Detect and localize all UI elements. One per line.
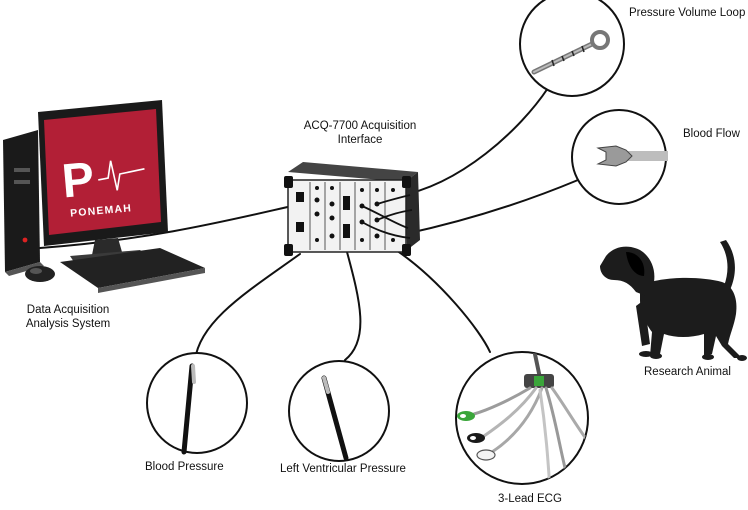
label-acq-interface: ACQ-7700 Acquisition Interface [290,119,430,147]
lv-pressure-catheter-illustration [288,360,390,462]
monitor-screen [44,109,161,235]
acq-interface-device [284,162,420,256]
label-daq-line2: Analysis System [25,318,111,330]
pv-loop-catheter-illustration [519,0,625,97]
pigtail-loop-icon [590,30,610,50]
cables [39,87,579,361]
logo-text: PONEMAH [70,202,133,219]
label-acq-line1: ACQ-7700 Acquisition [303,120,417,132]
blood-pressure-catheter-illustration [146,352,248,455]
label-data-acquisition: Data Acquisition Analysis System [8,303,128,331]
keyboard [60,248,205,288]
cable-computer [39,205,293,249]
label-acq-line2: Interface [337,134,383,146]
power-button-icon [22,237,28,243]
cable-lv-pressure [344,251,362,361]
label-research-animal: Research Animal [644,366,731,378]
mouse [25,266,55,282]
ecg-leads-illustration [455,351,589,485]
ecg-white-clip-icon [476,449,496,461]
label-blood-pressure: Blood Pressure [145,461,224,473]
heartbeat-icon [98,160,145,191]
data-acquisition-computer: P PONEMAH [3,100,205,293]
cable-blood-flow [404,179,579,235]
label-pressure-volume-loop: Pressure Volume Loop [629,7,746,19]
label-blood-flow: Blood Flow [683,128,740,140]
blood-flow-probe-illustration [571,109,668,205]
cable-blood-pressure [194,253,301,361]
label-ecg: 3-Lead ECG [498,493,562,505]
label-lv-pressure: Left Ventricular Pressure [280,463,406,475]
flow-probe-icon [596,145,633,167]
research-animal-dog-icon [600,240,742,358]
monitor-stand [92,238,122,255]
cable-ecg [395,249,491,353]
computer-tower [3,130,40,272]
logo-letter: P [60,153,97,209]
cable-pv-loop [397,87,549,197]
label-daq-line1: Data Acquisition [26,304,110,316]
